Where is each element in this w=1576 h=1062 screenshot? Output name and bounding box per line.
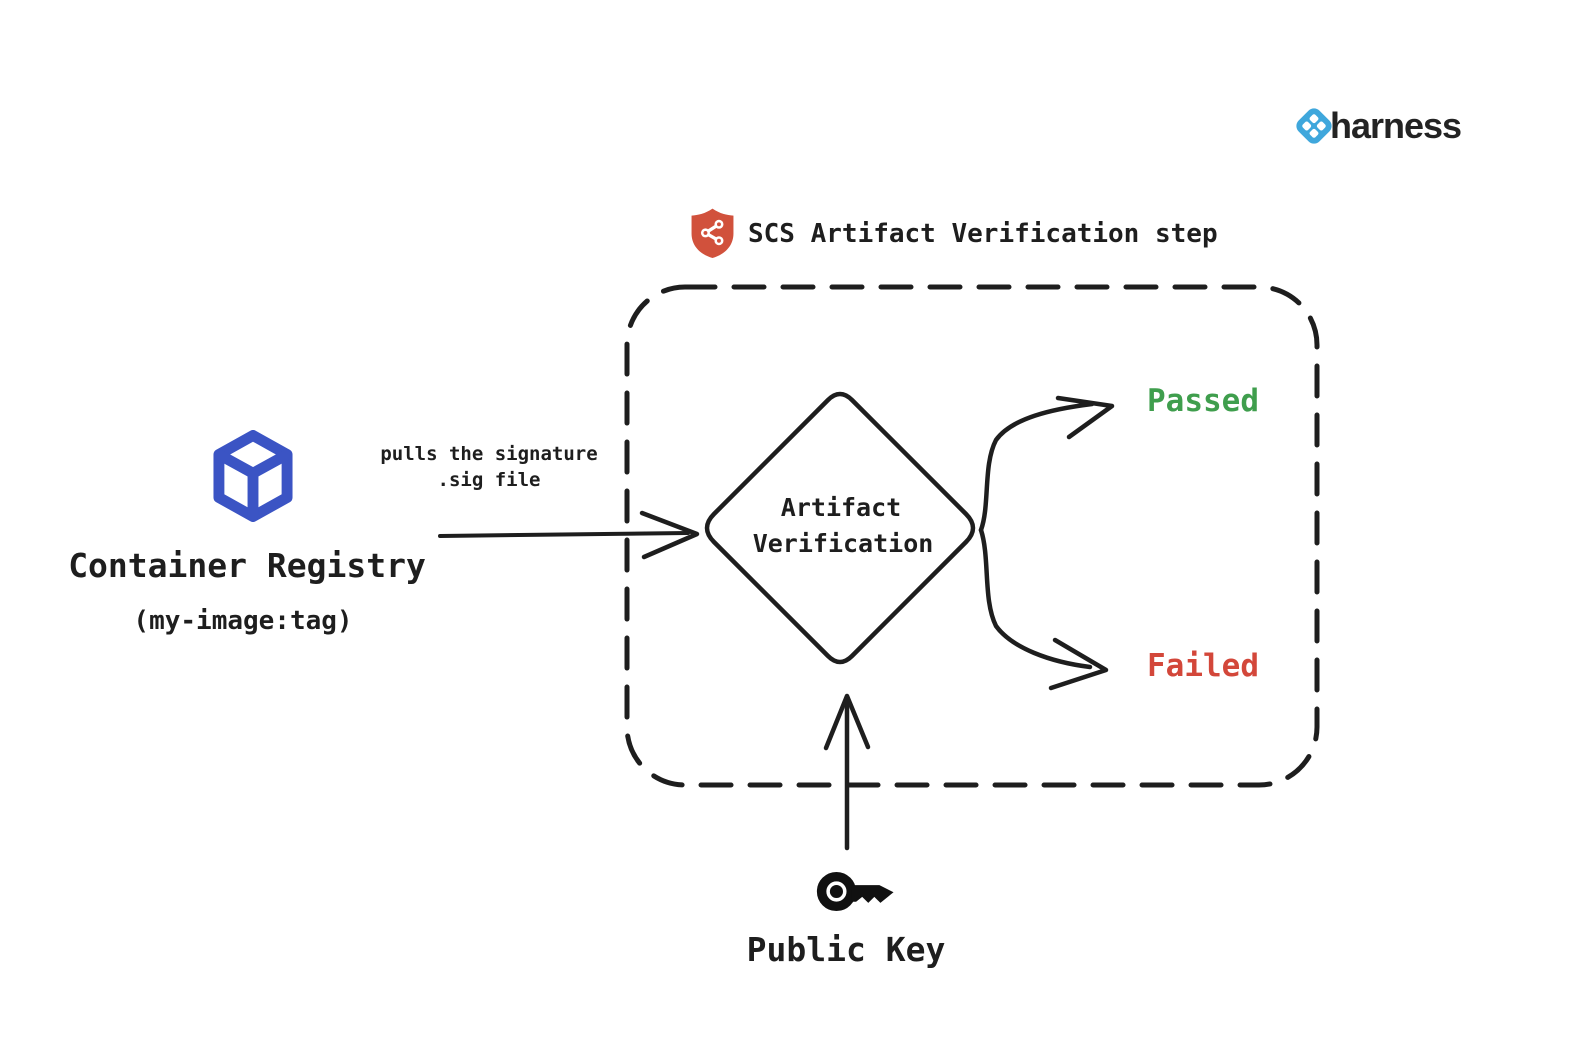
public-key-arrow bbox=[823, 693, 871, 851]
pull-arrow-label-line2: .sig file bbox=[437, 469, 541, 491]
decision-label-line2: Verification bbox=[752, 529, 934, 558]
shield-network-icon bbox=[691, 208, 734, 258]
passed-arrow bbox=[978, 395, 1115, 533]
step-boundary-dashed-box bbox=[624, 284, 1320, 788]
failed-arrow bbox=[978, 527, 1109, 691]
harness-logo-icon bbox=[1296, 108, 1332, 144]
outcome-failed-label: Failed bbox=[1147, 648, 1259, 684]
registry-image-tag: (my-image:tag) bbox=[133, 606, 353, 636]
decision-label-line1: Artifact bbox=[780, 493, 902, 522]
pull-arrow bbox=[438, 510, 700, 560]
outcome-passed-label: Passed bbox=[1147, 383, 1259, 419]
pull-arrow-label: pulls the signature .sig file bbox=[380, 441, 597, 493]
decision-diamond bbox=[704, 391, 976, 665]
public-key-label: Public Key bbox=[746, 930, 946, 969]
container-cube-icon bbox=[213, 430, 293, 522]
registry-label: Container Registry bbox=[68, 546, 426, 585]
pull-arrow-label-line1: pulls the signature bbox=[380, 443, 598, 465]
brand-wordmark: harness bbox=[1330, 105, 1462, 146]
key-icon bbox=[816, 871, 894, 912]
step-title: SCS Artifact Verification step bbox=[748, 219, 1218, 249]
